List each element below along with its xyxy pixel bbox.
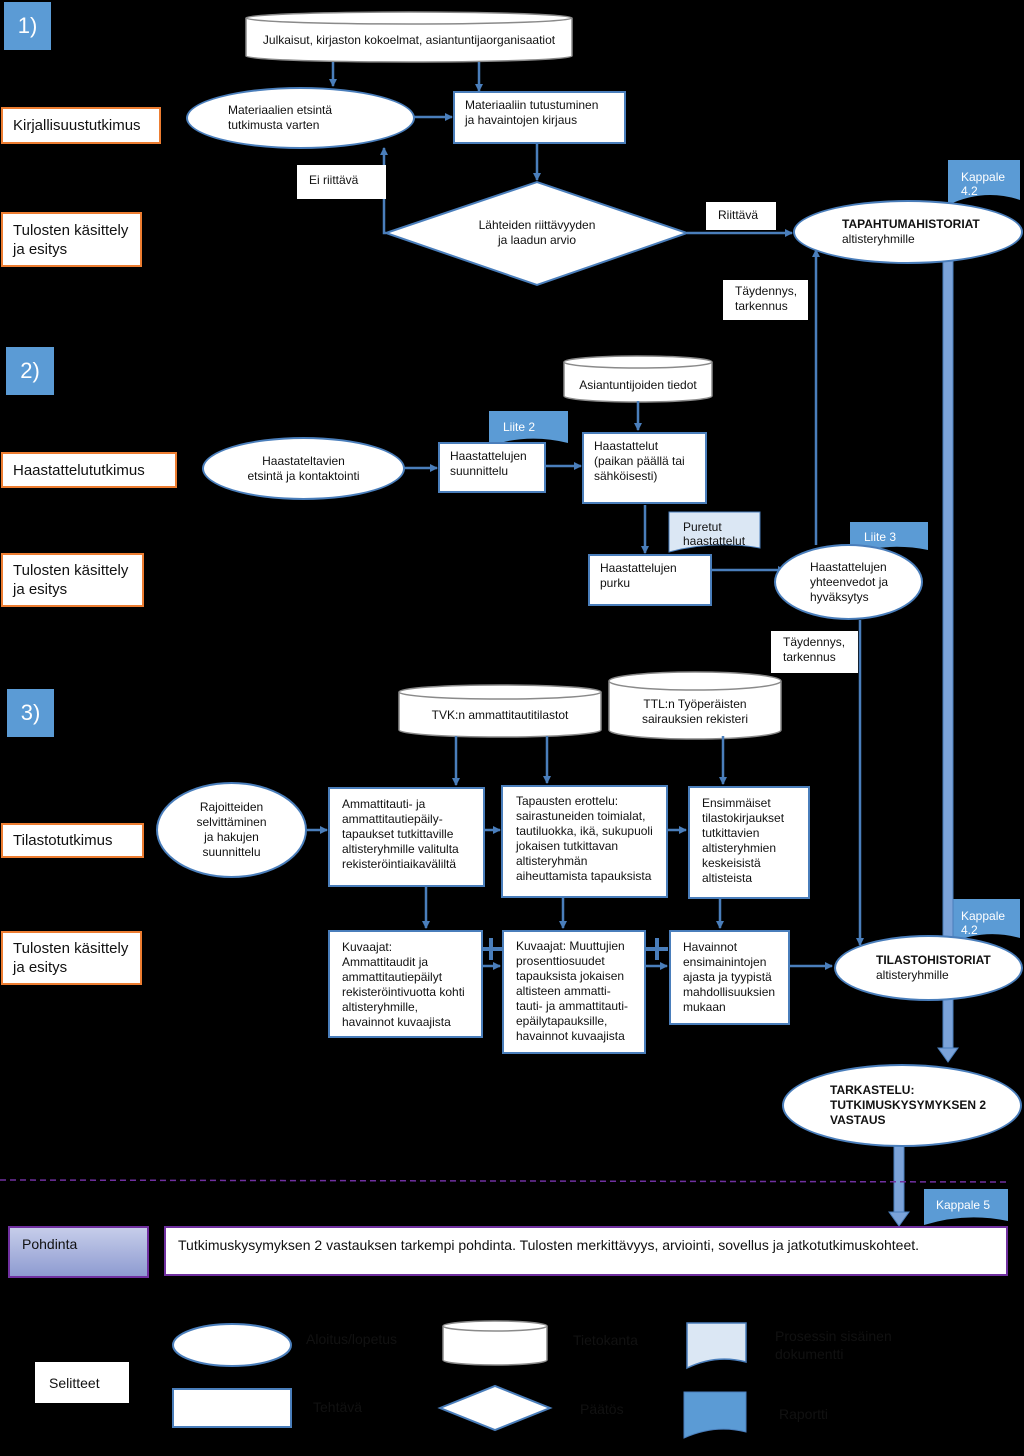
report-kappale5-shape (924, 1189, 1008, 1225)
legend-shapes (172, 1320, 747, 1439)
legend-title: Selitteet (35, 1362, 129, 1403)
report-kappale42b-shape (948, 899, 1020, 944)
task-purku: Haastattelujen purku (588, 554, 712, 606)
report-kappale42a-shape (948, 160, 1020, 205)
task-ensimmaiset: Ensimmäiset tilastokirjaukset tutkittavi… (688, 786, 810, 899)
tapahtumahistoriat-title: TAPAHTUMAHISTORIAT (842, 217, 980, 231)
report-liite2-shape (489, 411, 568, 446)
row-label-tulosten-1: Tulosten käsittely ja esitys (1, 212, 142, 267)
task-tapausten: Tapausten erottelu: sairastuneiden toimi… (501, 785, 668, 898)
database-tvk-label: TVK:n ammattitautitilastot (431, 707, 569, 722)
pohdinta-text: Tutkimuskysymyksen 2 vastauksen tarkempi… (164, 1226, 1008, 1276)
start-rajoitteiden: Rajoitteiden selvittäminen ja hakujen su… (156, 782, 307, 878)
tilastohistoriat-sub: altisteryhmille (876, 968, 949, 982)
note-taydennys-2: Täydennys, tarkennus (771, 631, 858, 673)
task-kuvaajat-1: Kuvaajat: Ammattitaudit ja ammattitautie… (328, 930, 483, 1038)
legend-paatos: Päätös (580, 1401, 624, 1417)
row-label-kirjallisuustutkimus: Kirjallisuustutkimus (1, 107, 161, 144)
report-kappale5-label: Kappale 5 (936, 1198, 991, 1212)
row-label-tilastotutkimus: Tilastotutkimus (1, 823, 144, 858)
report-liite3-label: Liite 3 (864, 530, 897, 544)
database-asiantuntijoiden (563, 355, 713, 403)
plus-icons (480, 938, 668, 960)
row-label-tulosten-3: Tulosten käsittely ja esitys (1, 931, 142, 985)
task-haastattelut: Haastattelut (paikan päällä tai sähköise… (582, 432, 707, 504)
document-puretut-label: Puretut haastattelut (683, 520, 746, 548)
task-tutustuminen: Materiaaliin tutustuminen ja havaintojen… (453, 91, 626, 144)
database-tvk (398, 684, 602, 738)
section-number-3: 3) (7, 689, 54, 737)
end-tarkastelu: TARKASTELU: TUTKIMUSKYSYMYKSEN 2 VASTAUS (782, 1064, 1022, 1147)
tapahtumahistoriat-sub: altisteryhmille (842, 232, 915, 246)
document-puretut-shape (668, 511, 761, 553)
database-julkaisut-label: Julkaisut, kirjaston kokoelmat, asiantun… (262, 32, 556, 47)
database-asiantuntijoiden-label: Asiantuntijoiden tiedot (579, 377, 697, 392)
task-suunnittelu: Haastattelujen suunnittelu (438, 442, 546, 493)
row-label-pohdinta: Pohdinta (8, 1226, 149, 1278)
task-kuvaajat-2: Kuvaajat: Muuttujien prosenttiosuudet ta… (502, 930, 646, 1054)
start-materiaalien-etsinta: Materiaalien etsintä tutkimusta varten (186, 87, 415, 149)
section-separator (0, 1179, 1011, 1183)
task-havainnot: Havainnot ensimainintojen ajasta ja tyyp… (669, 930, 790, 1025)
task-yhteenvedot: Haastattelujen yhteenvedot ja hyväksytys (774, 544, 923, 620)
legend-dokumentti: Prosessin sisäinen dokumentti (775, 1328, 892, 1362)
legend-aloitus: Aloitus/lopetus (306, 1331, 398, 1347)
row-label-tulosten-2: Tulosten käsittely ja esitys (1, 553, 144, 607)
report-liite2-label: Liite 2 (503, 420, 536, 434)
database-julkaisut (245, 11, 573, 63)
database-ttl-label: TTL:n Työperäisten sairauksien rekisteri (641, 697, 749, 726)
start-haastateltavien: Haastateltavien etsintä ja kontaktointi (202, 437, 405, 500)
section-number-1: 1) (4, 2, 51, 50)
flow-arrows (307, 62, 864, 970)
row-label-haastattelututkimus: Haastattelututkimus (1, 452, 177, 488)
legend-tehtava: Tehtävä (313, 1399, 363, 1415)
legend-raportti: Raportti (779, 1406, 829, 1422)
note-taydennys-1: Täydennys, tarkennus (723, 280, 808, 320)
task-ammattitauti: Ammattitauti- ja ammattitautiepäily- tap… (328, 787, 485, 887)
report-kappale42a-label: Kappale 4.2 (961, 170, 1006, 198)
tilastohistoriat-title: TILASTOHISTORIAT (876, 953, 991, 967)
database-ttl (608, 671, 782, 740)
report-kappale42b-label: Kappale 4.2 (961, 909, 1006, 937)
note-ei-riittava: Ei riittävä (297, 165, 386, 199)
decision-arvio-label: Lähteiden riittävyyden ja laadun arvio (478, 218, 596, 247)
section-number-2: 2) (6, 347, 54, 395)
tarkastelu-label: TARKASTELU: TUTKIMUSKYSYMYKSEN 2 VASTAUS (830, 1083, 987, 1127)
note-riittava: Riittävä (706, 202, 776, 230)
legend-tietokanta: Tietokanta (573, 1332, 638, 1348)
